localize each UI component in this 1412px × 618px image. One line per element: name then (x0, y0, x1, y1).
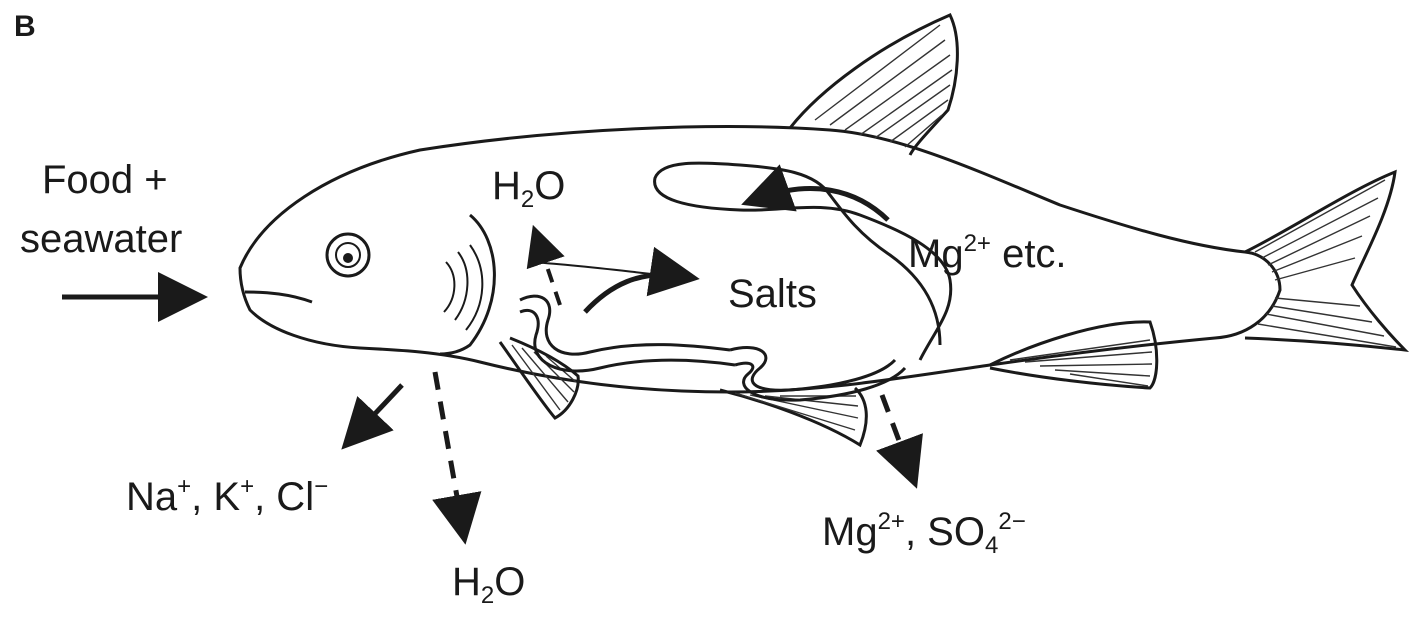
mg-excretion-arrow (760, 189, 888, 220)
seawater-label: seawater (20, 219, 182, 259)
salts-label: Salts (728, 274, 817, 314)
water-uptake-label: H2O (492, 166, 565, 212)
salts-uptake-arrow (585, 275, 680, 312)
kidney-tubule (655, 163, 951, 360)
urine-ions-label: Mg2+, SO42− (822, 510, 1026, 558)
panel-letter: B (14, 12, 36, 42)
water-uptake-arrow (538, 240, 560, 305)
tail-fin (1245, 172, 1405, 350)
tail-fin-rays (1255, 180, 1396, 347)
fish-eye-pupil (343, 253, 353, 263)
urine-excretion-arrow (882, 395, 910, 470)
pelvic-fin-rays (735, 393, 858, 430)
gut-upper (520, 296, 730, 354)
gill-ions-label: Na+, K+, Cl− (126, 475, 328, 517)
dorsal-fin (790, 15, 957, 155)
gut-to-blood-line (530, 262, 690, 278)
gill-arcs (444, 245, 482, 330)
water-loss-gill-arrow (435, 372, 462, 525)
gill-ion-excretion-arrow (355, 385, 402, 435)
water-loss-label: H2O (452, 562, 525, 608)
pectoral-fin (500, 338, 578, 418)
magnesium-etc-label: Mg2+ etc. (908, 232, 1067, 274)
fish-mouth (245, 292, 312, 302)
food-label: Food + (42, 160, 168, 200)
